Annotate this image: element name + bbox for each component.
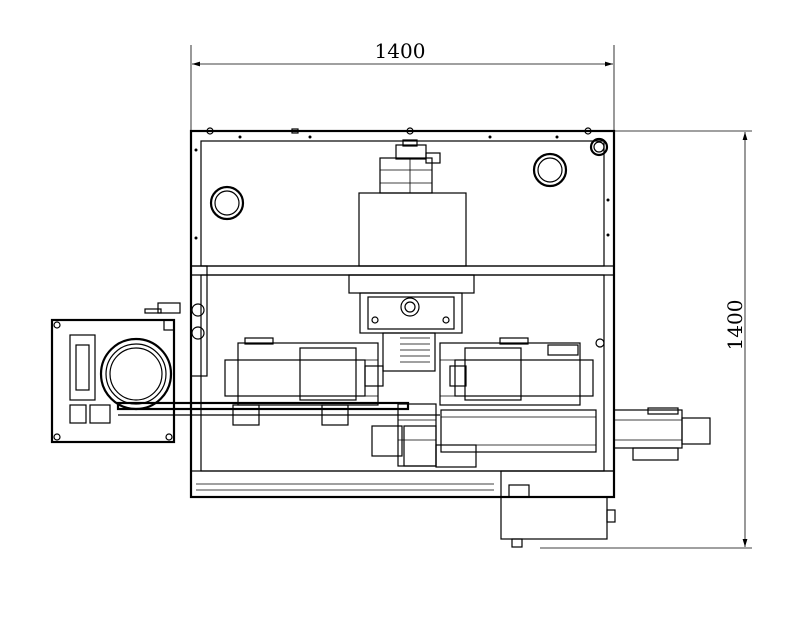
spindle-head xyxy=(348,274,475,372)
bottom-drive-box xyxy=(500,470,616,548)
side-connectors xyxy=(144,265,605,377)
dimension-label-height: 1400 xyxy=(723,300,747,351)
horizontal-dimension: 1400 xyxy=(190,39,615,132)
gripper-assembly xyxy=(371,403,477,468)
top-motor-assembly xyxy=(358,139,467,267)
output-conveyor xyxy=(440,407,711,461)
dimension-label-width: 1400 xyxy=(375,39,426,63)
corner-fitting xyxy=(589,137,609,157)
rotary-disc xyxy=(99,337,173,411)
right-slide-unit xyxy=(439,337,594,406)
vertical-dimension: 1400 xyxy=(540,130,752,549)
left-loader-unit xyxy=(50,318,176,444)
top-right-port xyxy=(532,152,568,188)
transfer-rail xyxy=(116,401,440,416)
left-slide-unit xyxy=(224,337,384,426)
top-left-port xyxy=(209,185,245,221)
